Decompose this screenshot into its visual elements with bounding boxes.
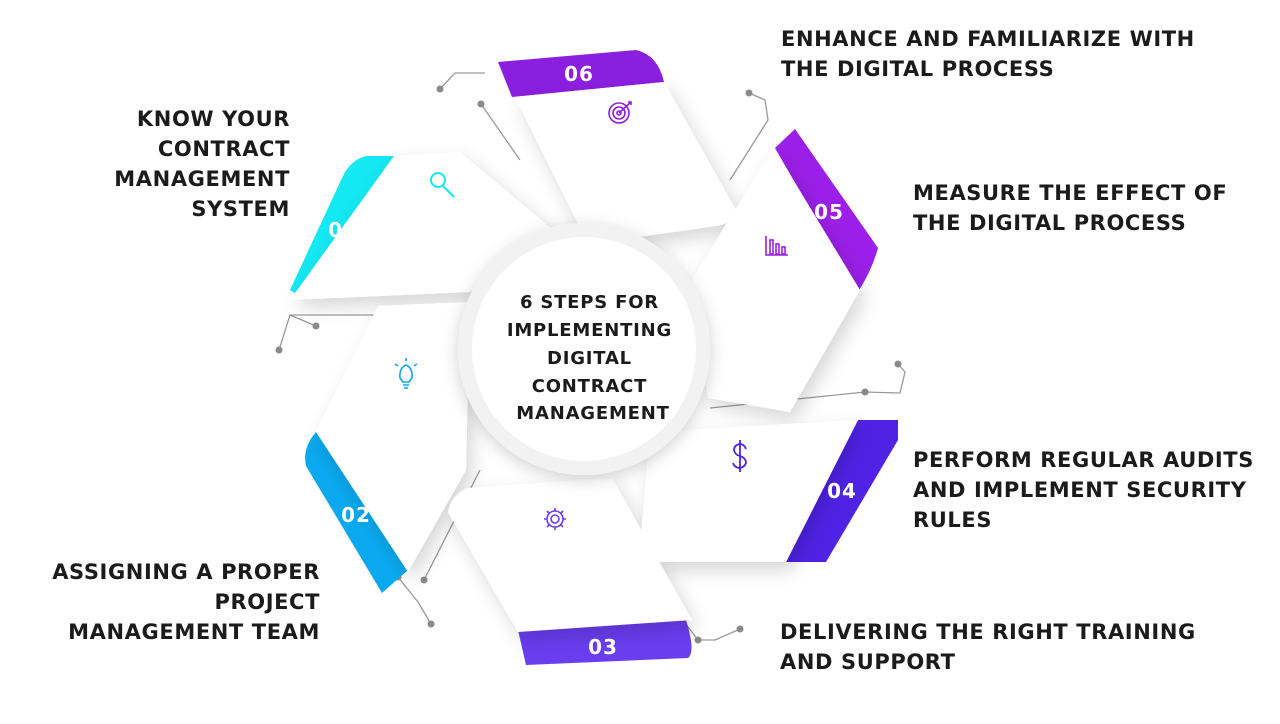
label-line: SYSTEM [191,197,290,221]
center-title: 6 STEPS FOR IMPLEMENTING DIGITAL CONTRAC… [507,292,679,424]
label-line: MANAGEMENT [114,167,290,191]
step-label-05: MEASURE THE EFFECT OF THE DIGITAL PROCES… [913,178,1227,238]
center-line: CONTRACT [532,376,648,397]
step-number-01: 01 [328,218,358,242]
step-label-04: PERFORM REGULAR AUDITS AND IMPLEMENT SEC… [913,445,1254,535]
label-line: THE DIGITAL PROCESS [781,57,1055,81]
magnifier-icon [430,172,455,198]
label-line: MEASURE THE EFFECT OF [913,181,1228,205]
card-03 [448,478,692,632]
label-line: PERFORM REGULAR AUDITS [913,448,1254,472]
lightbulb-icon [394,358,418,389]
step-number-05: 05 [814,200,844,224]
label-line: CONTRACT [157,137,290,161]
step-label-01: KNOW YOUR CONTRACT MANAGEMENT SYSTEM [114,104,290,224]
card-04 [639,420,858,562]
step-tabs [290,50,898,665]
label-line: MANAGEMENT TEAM [68,620,320,644]
step-label-03: DELIVERING THE RIGHT TRAINING AND SUPPOR… [780,617,1196,677]
gear-icon [544,508,566,530]
label-line: DELIVERING THE RIGHT TRAINING [780,620,1196,644]
tab-03 [518,620,692,665]
step-number-06: 06 [564,62,594,86]
label-line: PROJECT [214,590,320,614]
label-line: RULES [913,508,993,532]
label-line: KNOW YOUR [136,107,290,131]
card-05 [690,148,860,412]
tab-06 [498,50,664,97]
card-06 [515,82,736,244]
center-disc [472,237,696,461]
step-label-06: ENHANCE AND FAMILIARIZE WITH THE DIGITAL… [781,24,1195,84]
step-number-02: 02 [341,503,371,527]
label-line: AND SUPPORT [780,650,956,674]
label-line: ASSIGNING A PROPER [52,560,320,584]
step-numbers: 06 05 04 03 02 01 [328,62,857,659]
label-line: THE DIGITAL PROCESS [913,211,1187,235]
step-label-02: ASSIGNING A PROPER PROJECT MANAGEMENT TE… [52,557,320,647]
tab-05 [775,129,878,292]
target-icon [608,101,632,124]
tab-04 [786,420,898,562]
label-line: AND IMPLEMENT SECURITY [913,478,1247,502]
card-02 [316,302,470,572]
dollar-icon [732,440,747,472]
step-number-04: 04 [827,479,857,503]
bar-chart-icon [765,236,788,256]
label-line: ENHANCE AND FAMILIARIZE WITH [781,27,1195,51]
center-line: IMPLEMENTING [507,320,672,341]
tab-02 [305,432,408,593]
step-number-03: 03 [588,635,618,659]
center-line: MANAGEMENT [516,403,669,424]
center-line: 6 STEPS FOR [520,292,659,313]
center-line: DIGITAL [547,348,632,369]
